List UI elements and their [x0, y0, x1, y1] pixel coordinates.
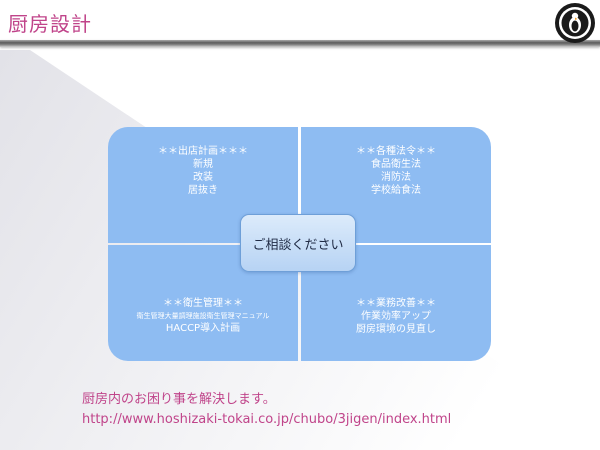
quad-line: 新規 — [193, 159, 213, 170]
quad-line: 消防法 — [381, 172, 411, 183]
quad-heading: ＊＊出店計画＊＊＊ — [158, 146, 248, 157]
quad-line: 作業効率アップ — [361, 311, 431, 322]
title-underline — [0, 40, 600, 47]
quad-line: 厨房環境の見直し — [356, 324, 436, 335]
hoshizaki-logo-icon — [555, 3, 595, 43]
quad-line: 改装 — [193, 172, 213, 183]
quad-line: HACCP導入計画 — [165, 323, 241, 334]
footer-tagline: 厨房内のお困り事を解決します。 — [82, 392, 276, 407]
quad-line: 衛生管理大量調理施設衛生管理マニュアル — [136, 312, 270, 320]
page-title: 厨房設計 — [8, 12, 92, 36]
quad-heading: ＊＊衛生管理＊＊ — [163, 298, 243, 309]
consult-button[interactable]: ご相談ください — [240, 214, 356, 272]
consultation-matrix: ＊＊出店計画＊＊＊ 新規 改装 居抜き ＊＊各種法令＊＊ 食品衛生法 消防法 学… — [108, 127, 491, 361]
quad-heading: ＊＊業務改善＊＊ — [356, 298, 436, 309]
quad-line: 居抜き — [188, 185, 218, 196]
footer-url-link[interactable]: http://www.hoshizaki-tokai.co.jp/chubo/3… — [82, 412, 452, 427]
footer: 厨房内のお困り事を解決します。 http://www.hoshizaki-tok… — [82, 390, 451, 430]
quad-heading: ＊＊各種法令＊＊ — [356, 146, 436, 157]
quad-line: 学校給食法 — [371, 185, 421, 196]
quad-line: 食品衛生法 — [371, 159, 421, 170]
